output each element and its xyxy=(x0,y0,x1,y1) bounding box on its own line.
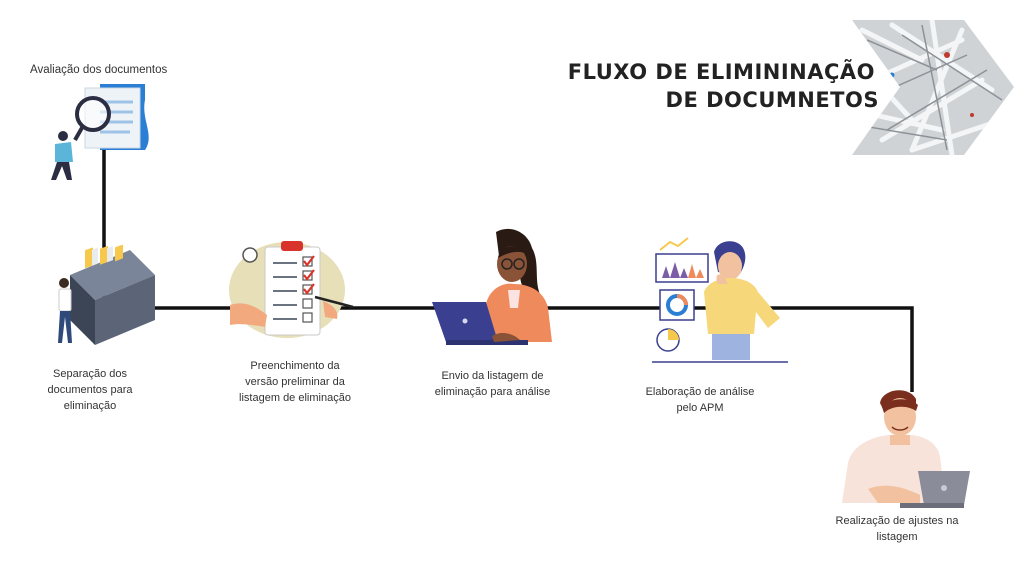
step-4-label: Envio da listagem de eliminação para aná… xyxy=(434,370,551,398)
page-title: FLUXO DE ELIMININAÇÃO DE DOCUMNETOS xyxy=(568,58,879,114)
file-cabinet-icon xyxy=(58,245,155,345)
title-line-2: DE DOCUMNETOS xyxy=(665,88,879,112)
man-laptop-icon xyxy=(842,390,970,508)
title-line-1: FLUXO DE ELIMININAÇÃO xyxy=(567,60,875,84)
analyst-charts-icon xyxy=(652,237,788,363)
checklist-clipboard-icon xyxy=(229,241,354,338)
step-6-label: Realização de ajustes na listagem xyxy=(835,515,959,543)
magnifier-document-icon xyxy=(51,84,149,180)
step-1-label: Avaliação dos documentos xyxy=(30,64,168,76)
step-2-label: Separação dos documentos para eliminação xyxy=(47,368,133,412)
step-5-label: Elaboração de análise pelo APM xyxy=(645,386,755,414)
shredded-paper-banner xyxy=(852,20,1014,155)
step-3-label: Preenchimento da versão preliminar da li… xyxy=(239,360,351,404)
woman-laptop-icon xyxy=(432,228,552,345)
